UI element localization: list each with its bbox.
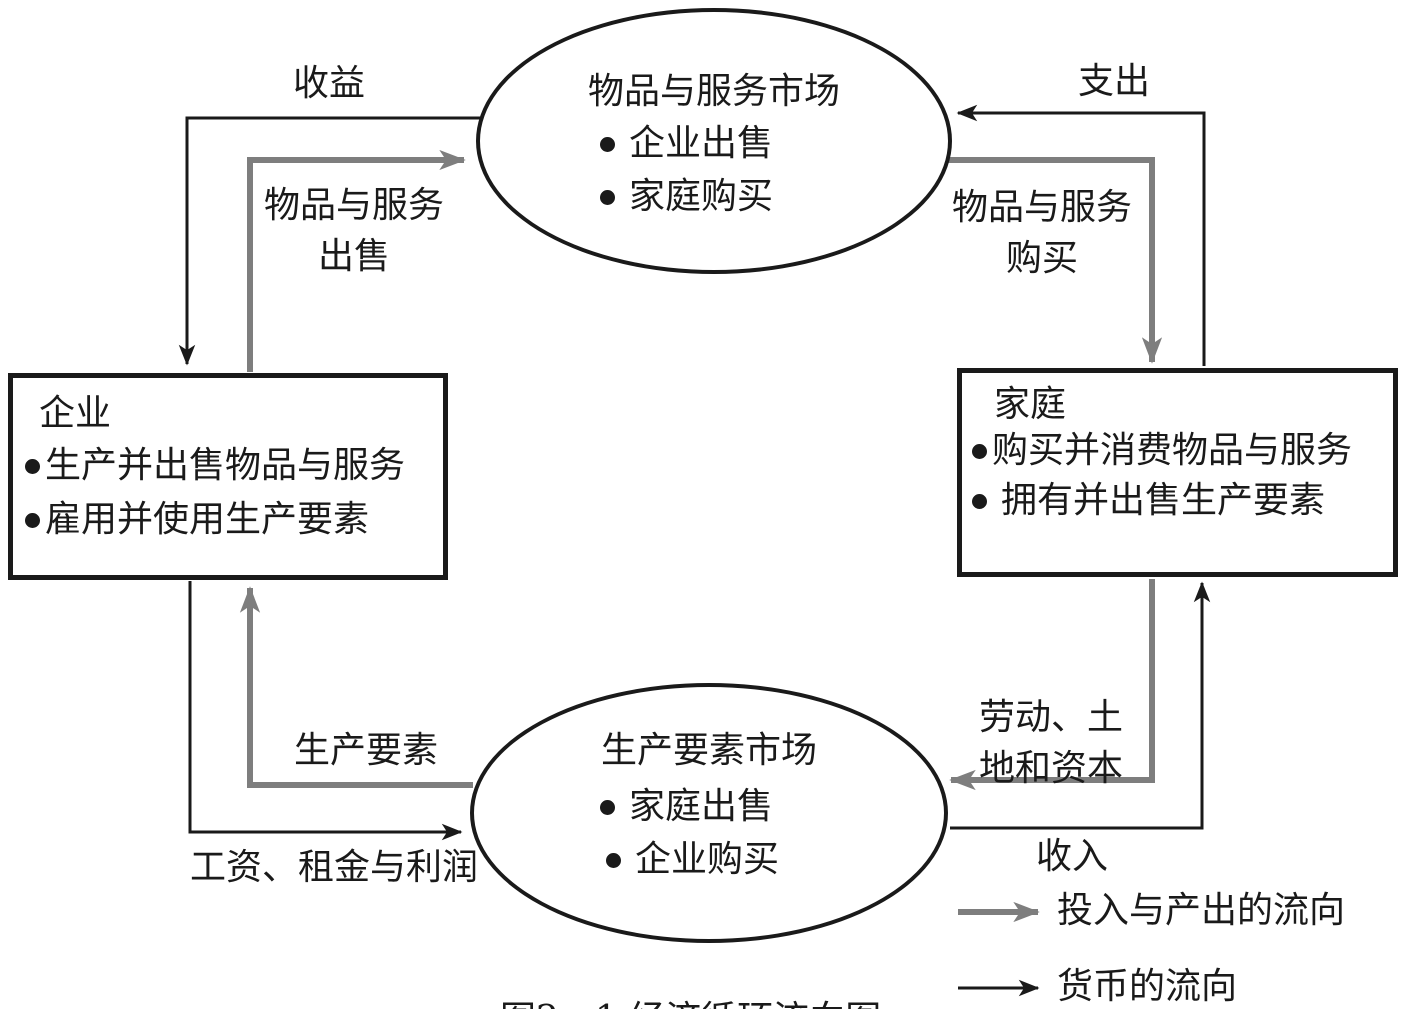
factor-market-title: 生产要素市场	[600, 730, 817, 771]
income-arrow	[950, 581, 1211, 830]
list-item: 雇用并使用生产要素	[25, 502, 369, 538]
bullet-icon	[972, 493, 987, 509]
goods-services-sold-label: 物品与服务 出售	[263, 185, 444, 277]
spending-arrow	[956, 104, 1206, 366]
goods-services-bought-label: 物品与服务 购买	[951, 187, 1132, 279]
bullet-icon	[600, 799, 615, 815]
households-node: 家庭 购买并消费物品与服务 拥有并出售生产要素	[957, 368, 1398, 577]
firms-bullet-1: 生产并出售物品与服务	[45, 445, 406, 486]
bullet-icon	[600, 136, 615, 152]
list-item: 家庭购买	[600, 179, 773, 215]
list-item: 企业购买	[606, 842, 779, 878]
list-item: 企业出售	[600, 126, 773, 162]
goods-market-bullet-1: 企业出售	[629, 123, 774, 164]
list-item: 购买并消费物品与服务	[972, 433, 1352, 469]
revenue-arrow	[178, 116, 483, 366]
list-item: 生产并出售物品与服务	[25, 448, 405, 484]
households-bullet-1: 购买并消费物品与服务	[992, 430, 1353, 471]
factors-of-production-arrow	[239, 586, 473, 788]
factor-market-node: 生产要素市场 家庭出售 企业购买	[470, 683, 948, 943]
wages-rent-profit-arrow	[188, 581, 463, 841]
bullet-icon	[600, 189, 615, 205]
factors-of-production-label: 生产要素	[294, 730, 439, 771]
factor-market-bullet-1: 家庭出售	[629, 786, 774, 827]
bullet-icon	[25, 458, 40, 474]
figure-caption: 图2—1 经济循环流向图	[500, 1002, 881, 1009]
labor-land-capital-label: 劳动、土 地和资本	[978, 697, 1123, 789]
factor-market-bullet-2: 企业购买	[635, 839, 780, 880]
firms-node: 企业 生产并出售物品与服务 雇用并使用生产要素	[8, 373, 448, 580]
legend-input-output-label: 投入与产出的流向	[1057, 890, 1346, 931]
bullet-icon	[25, 512, 40, 528]
bullet-icon	[972, 443, 987, 459]
bullet-icon	[606, 852, 621, 868]
households-bullet-2: 拥有并出售生产要素	[1001, 480, 1326, 521]
goods-services-sold-arrow	[247, 149, 466, 372]
goods-market-node: 物品与服务市场 企业出售 家庭购买	[476, 8, 952, 274]
list-item: 家庭出售	[600, 789, 773, 825]
goods-services-bought-arrow	[946, 157, 1163, 364]
households-title: 家庭	[994, 384, 1067, 425]
spending-label: 支出	[1078, 61, 1151, 102]
legend-money-label: 货币的流向	[1057, 966, 1238, 1007]
revenue-label: 收益	[293, 63, 366, 104]
firms-title: 企业	[39, 393, 112, 434]
list-item: 拥有并出售生产要素	[972, 483, 1325, 519]
firms-bullet-2: 雇用并使用生产要素	[45, 499, 370, 540]
income-label: 收入	[1036, 836, 1109, 877]
labor-land-capital-arrow	[949, 579, 1155, 791]
goods-market-bullet-2: 家庭购买	[629, 176, 774, 217]
goods-market-title: 物品与服务市场	[587, 71, 840, 112]
wages-rent-profit-label: 工资、租金与利润	[190, 847, 479, 888]
